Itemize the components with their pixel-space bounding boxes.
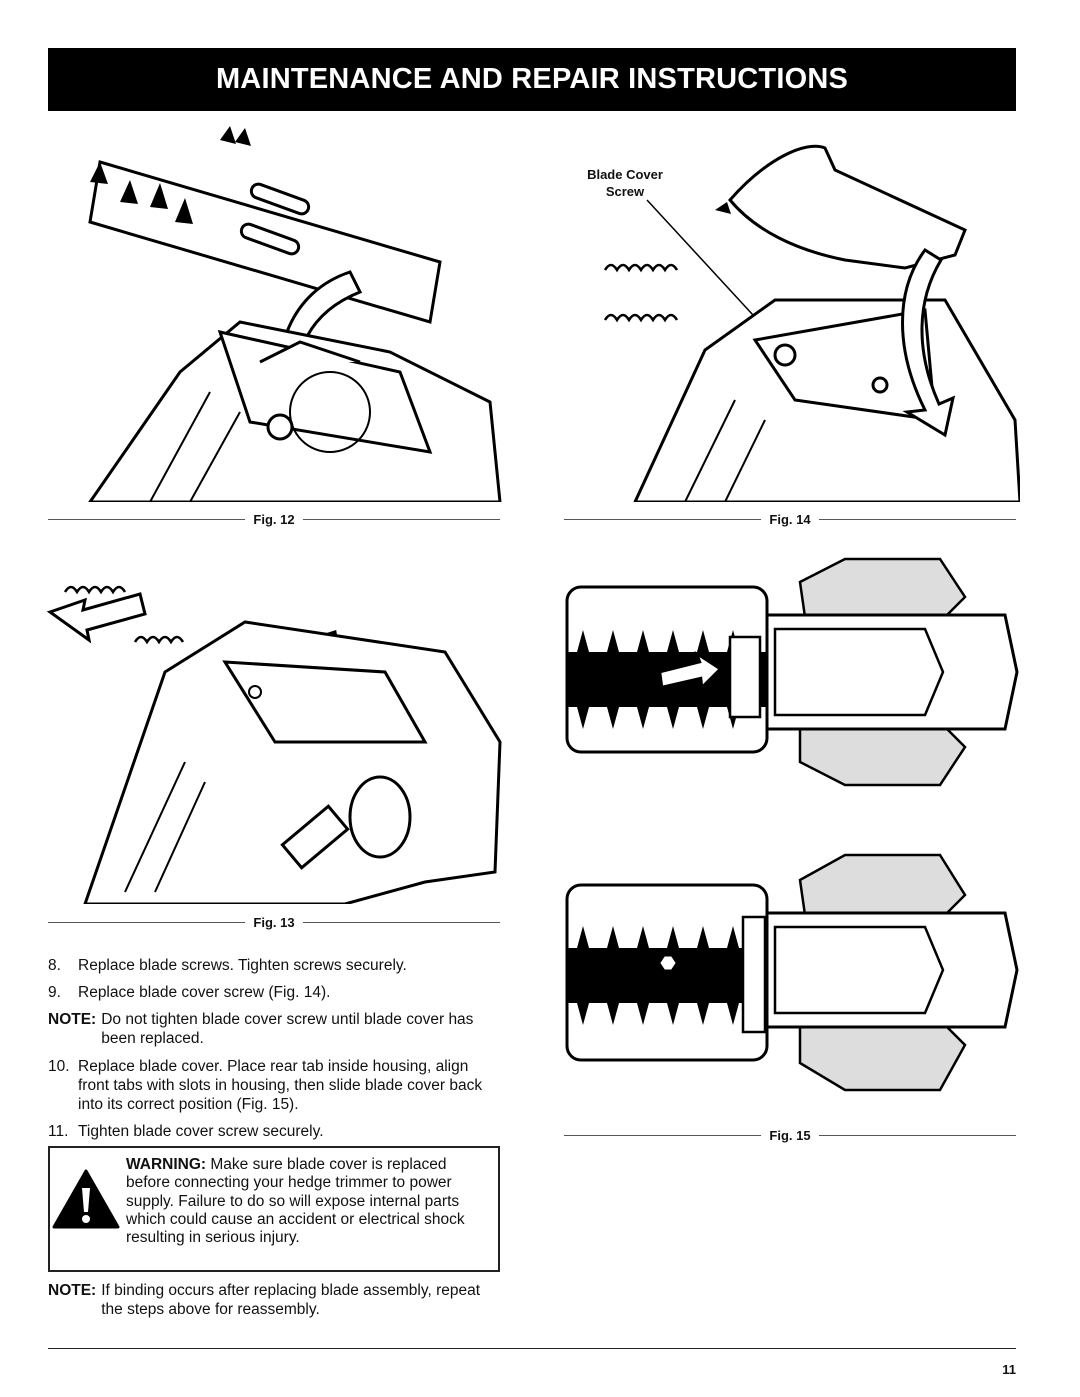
figure-13-label: Fig. 13 bbox=[253, 915, 295, 930]
figure-15-label: Fig. 15 bbox=[769, 1128, 811, 1143]
section-header: MAINTENANCE AND REPAIR INSTRUCTIONS bbox=[48, 48, 1016, 111]
step-item: 10. Replace blade cover. Place rear tab … bbox=[48, 1057, 500, 1114]
figure-12-caption: Fig. 12 bbox=[48, 512, 500, 527]
warning-text: Make sure blade cover is replaced before… bbox=[126, 1156, 465, 1247]
caption-rule bbox=[48, 922, 246, 923]
note-label: NOTE: bbox=[48, 1011, 97, 1028]
warning-box: WARNING: Make sure blade cover is replac… bbox=[48, 1146, 500, 1272]
step-item: 8. Replace blade screws. Tighten screws … bbox=[48, 956, 500, 975]
note-text: Do not tighten blade cover screw until b… bbox=[101, 1011, 474, 1047]
caption-rule bbox=[818, 519, 1016, 520]
step-text: Replace blade cover screw (Fig. 14). bbox=[78, 984, 331, 1001]
blade-cover-screw-callout: Blade Cover Screw bbox=[570, 166, 680, 200]
step-number: 11. bbox=[48, 1123, 69, 1140]
step-number: 10. bbox=[48, 1058, 70, 1075]
step-number: 9. bbox=[48, 984, 61, 1001]
warning-text-block: WARNING: Make sure blade cover is replac… bbox=[126, 1148, 498, 1247]
figure-13-illustration bbox=[45, 572, 503, 904]
step-item: 11. Tighten blade cover screw securely. bbox=[48, 1122, 500, 1141]
note-binding: NOTE: If binding occurs after replacing … bbox=[48, 1281, 500, 1328]
step-item: 9. Replace blade cover screw (Fig. 14). bbox=[48, 983, 500, 1002]
figure-15-bottom-illustration bbox=[565, 845, 1020, 1115]
caption-rule bbox=[564, 1135, 762, 1136]
figure-12-label: Fig. 12 bbox=[253, 512, 295, 527]
step-number: 8. bbox=[48, 957, 61, 974]
figure-12-illustration bbox=[60, 122, 502, 502]
caption-rule bbox=[818, 1135, 1016, 1136]
warning-label: WARNING: bbox=[126, 1156, 207, 1173]
figure-13-caption: Fig. 13 bbox=[48, 915, 500, 930]
figure-14-caption: Fig. 14 bbox=[564, 512, 1016, 527]
step-text: Replace blade cover. Place rear tab insi… bbox=[78, 1058, 483, 1113]
note-blade-cover-screw: NOTE: Do not tighten blade cover screw u… bbox=[48, 1010, 500, 1048]
caption-rule bbox=[302, 922, 500, 923]
warning-triangle-icon bbox=[50, 1148, 126, 1235]
callout-line-2: Screw bbox=[605, 184, 645, 199]
section-title: MAINTENANCE AND REPAIR INSTRUCTIONS bbox=[215, 63, 849, 95]
figure-15-caption: Fig. 15 bbox=[564, 1128, 1016, 1143]
step-text: Replace blade screws. Tighten screws sec… bbox=[78, 957, 407, 974]
caption-rule bbox=[302, 519, 500, 520]
note-text: If binding occurs after replacing blade … bbox=[101, 1282, 481, 1318]
figure-14-illustration bbox=[595, 140, 1020, 502]
note-row: NOTE: If binding occurs after replacing … bbox=[48, 1281, 500, 1319]
caption-rule bbox=[564, 519, 762, 520]
note-label: NOTE: bbox=[48, 1282, 97, 1299]
caption-rule bbox=[48, 519, 246, 520]
figure-14-label: Fig. 14 bbox=[769, 512, 811, 527]
figure-15-top-illustration bbox=[565, 557, 1020, 787]
callout-line-1: Blade Cover bbox=[587, 167, 663, 182]
page-number: 11 bbox=[1002, 1362, 1016, 1377]
step-text: Tighten blade cover screw securely. bbox=[78, 1123, 324, 1140]
instruction-steps: 8. Replace blade screws. Tighten screws … bbox=[48, 956, 500, 1149]
footer-rule bbox=[48, 1348, 1016, 1349]
